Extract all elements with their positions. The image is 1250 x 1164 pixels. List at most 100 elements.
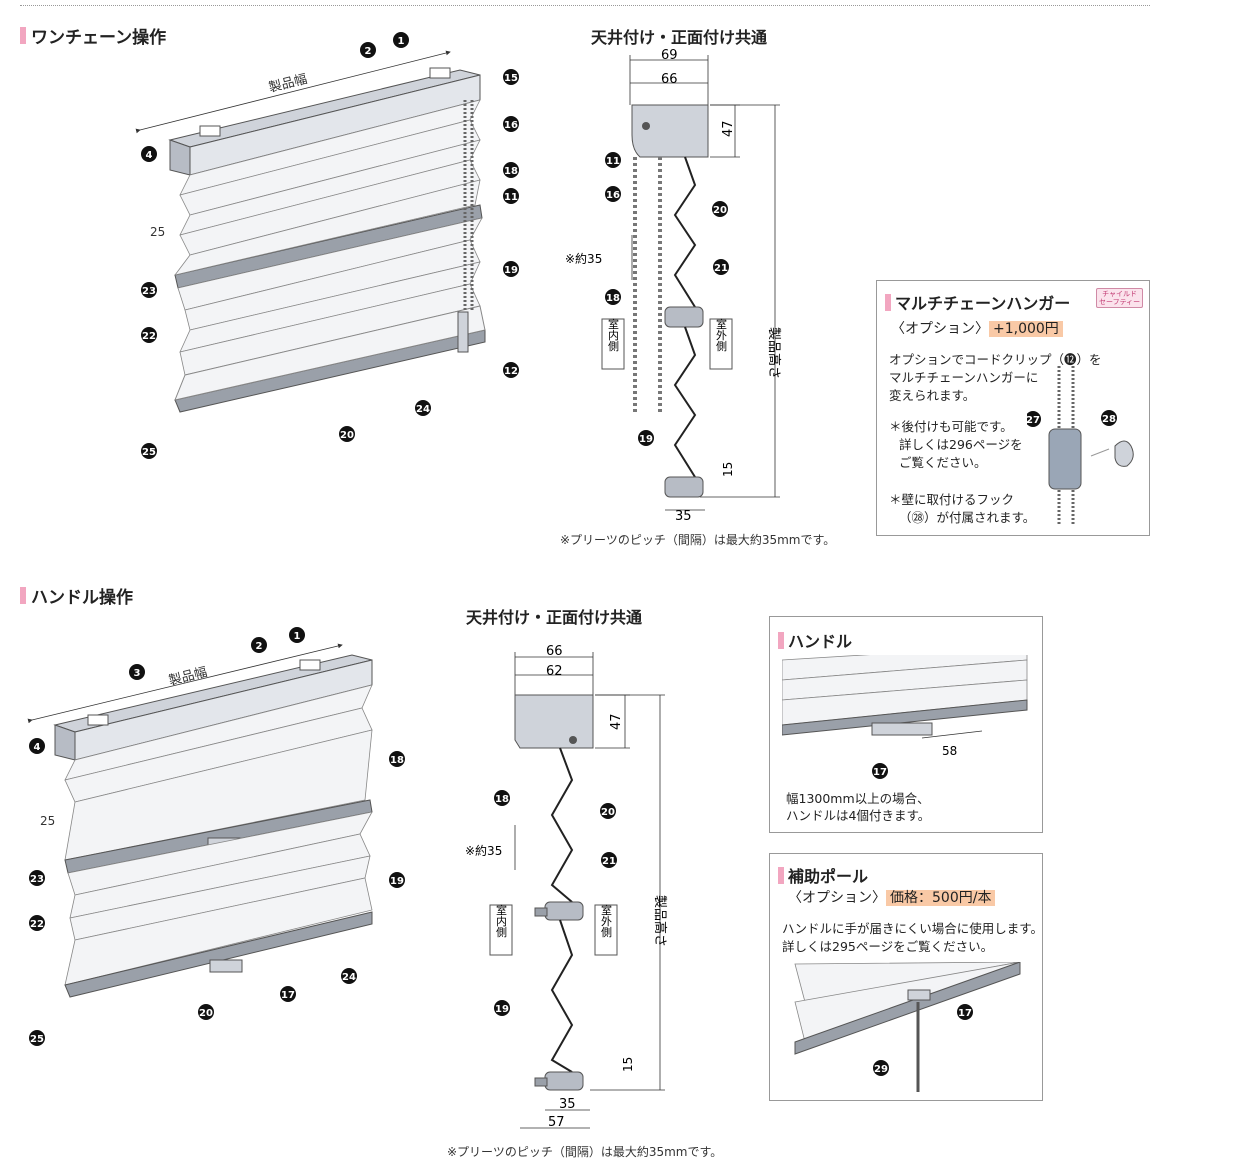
pole-desc-1: ハンドルに手が届きにくい場合に使用します。 [782,921,1044,936]
mount-title-chain: 天井付け・正面付け共通 [591,28,768,47]
svg-text:17: 17 [873,767,887,778]
svg-text:22: 22 [30,919,44,930]
hanger-option-line: 〈オプション〉+1,000円 [891,320,1063,338]
svg-text:66: 66 [546,644,563,659]
svg-text:69: 69 [661,48,678,63]
hanger-desc-3: 変えられます。 [889,388,976,403]
pole-option-line: 〈オプション〉価格：500円/本 [788,889,996,907]
hanger-note-2b: （㉘）が付属されます。 [899,510,1036,525]
svg-text:※約35: ※約35 [465,843,502,858]
svg-text:20: 20 [340,430,354,441]
handle-desc-2: ハンドルは4個付きます。 [786,808,931,823]
handle-info-box: ハンドル 58 17 幅1300mm以上の場合、 ハンドルは4個付きます。 [769,616,1043,833]
svg-text:25: 25 [30,1034,44,1045]
svg-text:24: 24 [416,404,430,415]
pole-box-title: 補助ポール [778,863,868,887]
svg-text:24: 24 [342,972,356,983]
svg-text:21: 21 [714,263,728,274]
hanger-option-box: マルチチェーンハンガー チャイルドセーフティー 〈オプション〉+1,000円 オ… [876,280,1150,536]
chain-25-label: 25 [150,225,165,239]
hanger-desc-2: マルチチェーンハンガーに [889,370,1039,385]
svg-text:1: 1 [398,36,405,47]
svg-text:16: 16 [504,120,518,131]
svg-text:62: 62 [546,664,563,679]
handle-box-title: ハンドル [778,628,852,652]
svg-text:製品高さ: 製品高さ [766,327,782,379]
svg-text:58: 58 [942,744,957,758]
svg-text:27: 27 [1027,415,1040,426]
pole-illustration: 17 29 [794,962,1021,1092]
hanger-note-1c: ご覧ください。 [899,455,987,470]
width-label: 製品幅 [267,72,308,96]
child-safety-badge: チャイルドセーフティー [1096,288,1144,308]
svg-text:25: 25 [40,814,55,828]
svg-text:室外側: 室外側 [600,903,613,937]
svg-text:製品高さ: 製品高さ [652,895,668,947]
svg-text:20: 20 [601,807,615,818]
svg-text:3: 3 [134,668,141,679]
handle-side-diagram: 66 62 47 製品高さ 15 35 57 ※約35 室内側 室外側 18 2… [465,644,668,1130]
svg-text:23: 23 [142,286,156,297]
chain-pitch-note: ※プリーツのピッチ（間隔）は最大約35mmです。 [560,533,836,547]
svg-text:19: 19 [639,434,653,445]
chain-blind-diagram: 製品幅 25 1 2 4 15 16 18 11 19 12 23 22 [135,32,519,459]
mount-title-handle: 天井付け・正面付け共通 [466,608,643,627]
hanger-note-1b: 詳しくは296ページを [899,437,1023,452]
handle-blind-diagram: 製品幅 25 1 2 3 4 18 19 23 22 24 17 20 25 [27,627,405,1046]
svg-text:※約35: ※約35 [565,251,602,266]
svg-text:18: 18 [606,293,620,304]
hanger-desc-1: オプションでコードクリップ（⓬）を [889,352,1102,367]
pole-option-box: 補助ポール 〈オプション〉価格：500円/本 ハンドルに手が届きにくい場合に使用… [769,853,1043,1101]
svg-text:16: 16 [606,190,620,201]
svg-text:15: 15 [621,1057,635,1072]
chain-side-diagram: 69 66 47 製品高さ 15 35 ※約35 室内側 室外側 11 16 2… [565,48,782,524]
hanger-illustration: 27 28 [1027,366,1134,526]
svg-text:20: 20 [713,205,727,216]
svg-text:15: 15 [721,462,735,477]
svg-text:19: 19 [495,1004,509,1015]
handle-desc-1: 幅1300mm以上の場合、 [786,791,930,806]
svg-text:19: 19 [390,876,404,887]
svg-text:室外側: 室外側 [715,317,728,351]
handle-detail-illustration: 58 17 [782,655,1028,779]
svg-text:57: 57 [548,1115,565,1130]
svg-text:11: 11 [606,156,620,167]
svg-text:35: 35 [675,509,692,524]
svg-text:15: 15 [504,73,518,84]
svg-text:17: 17 [958,1008,972,1019]
svg-text:19: 19 [504,265,518,276]
pole-desc-2: 詳しくは295ページをご覧ください。 [782,939,994,954]
svg-text:22: 22 [142,331,156,342]
svg-text:25: 25 [142,447,156,458]
top-divider [20,5,1150,6]
hanger-note-1a: ＊後付けも可能です。 [889,419,1013,434]
svg-text:47: 47 [609,713,624,730]
svg-text:35: 35 [559,1097,576,1112]
svg-text:18: 18 [504,166,518,177]
svg-text:2: 2 [256,641,263,652]
hanger-note-2a: ＊壁に取付けるフック [889,492,1015,507]
svg-text:2: 2 [365,46,372,57]
svg-text:11: 11 [504,192,518,203]
svg-text:室内側: 室内側 [495,903,508,937]
svg-text:28: 28 [1102,414,1116,425]
section-title-chain: ワンチェーン操作 [20,23,166,48]
svg-text:17: 17 [281,990,295,1001]
svg-text:18: 18 [495,794,509,805]
svg-text:12: 12 [504,366,518,377]
svg-text:23: 23 [30,874,44,885]
svg-text:20: 20 [199,1008,213,1019]
hanger-title: マルチチェーンハンガー [885,290,1070,314]
section-title-handle: ハンドル操作 [20,583,133,608]
svg-text:21: 21 [602,856,616,867]
svg-text:1: 1 [294,631,301,642]
svg-text:47: 47 [721,120,736,137]
svg-text:製品幅: 製品幅 [167,665,208,689]
handle-pitch-note: ※プリーツのピッチ（間隔）は最大約35mmです。 [447,1145,723,1159]
svg-text:66: 66 [661,72,678,87]
svg-text:4: 4 [34,742,41,753]
svg-text:29: 29 [874,1064,888,1075]
svg-text:室内側: 室内側 [607,317,620,351]
svg-text:18: 18 [390,755,404,766]
svg-text:4: 4 [146,150,153,161]
